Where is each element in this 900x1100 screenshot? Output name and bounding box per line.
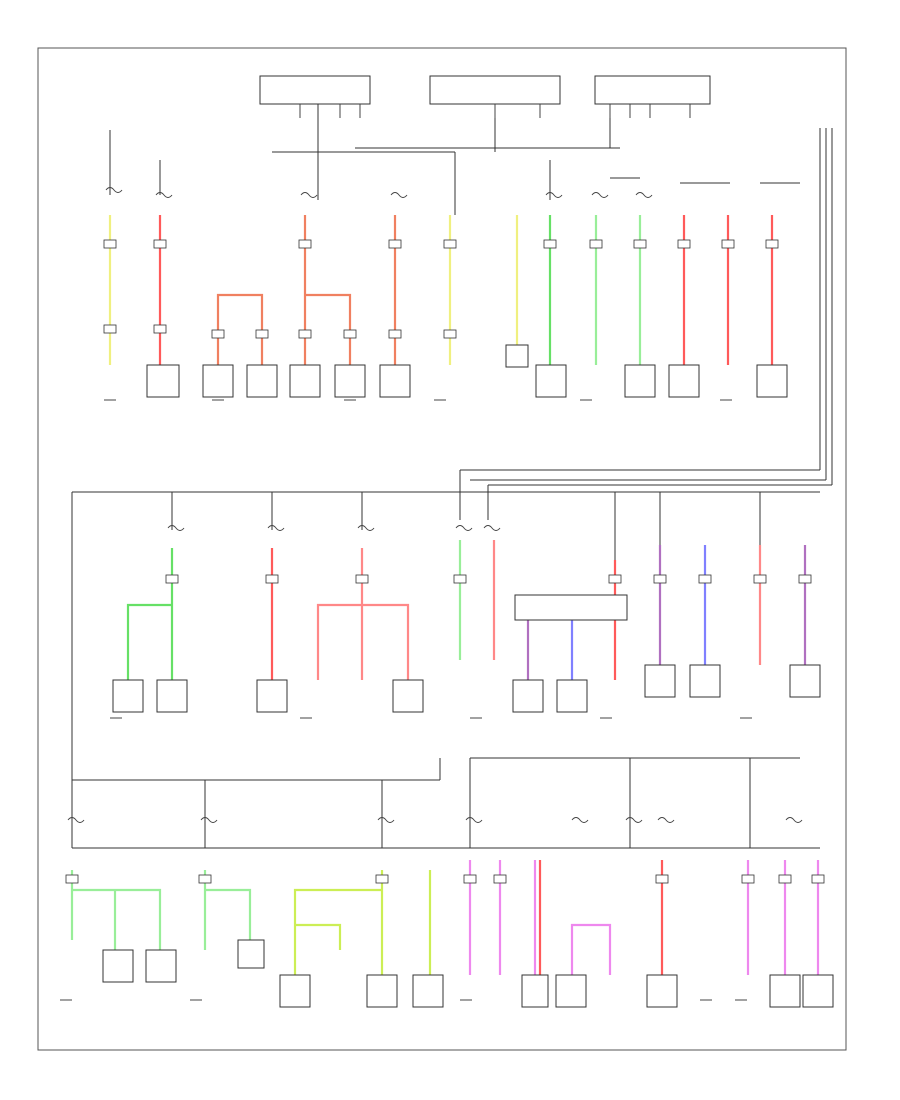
component-upper-8: [535, 364, 567, 398]
component-lower-2: [145, 949, 177, 983]
top-fuse-blocks: [259, 75, 711, 118]
component-middle-5: [512, 679, 544, 713]
component-upper-9: [624, 364, 656, 398]
component-lower-3: [237, 939, 265, 969]
component-upper-7: [505, 344, 529, 368]
component-middle-7: [644, 664, 676, 698]
fuse-block-center: [429, 75, 561, 105]
sub-fuse-box-middle: [514, 594, 628, 621]
component-lower-11: [802, 974, 834, 1008]
component-middle-9: [789, 664, 821, 698]
wire-lower-7: [295, 923, 342, 950]
wire-middle-2: [126, 603, 172, 680]
component-middle-4: [392, 679, 424, 713]
component-upper-2: [202, 364, 234, 398]
component-lower-5: [366, 974, 398, 1008]
component-upper-10: [668, 364, 700, 398]
component-upper-4: [289, 364, 321, 398]
component-upper-1: [146, 364, 180, 398]
fuse-block-right: [594, 75, 711, 105]
component-lower-8: [555, 974, 587, 1008]
wire-lower-6: [293, 888, 382, 975]
middle-section-components: [112, 664, 821, 713]
wire-upper-3: [216, 293, 264, 365]
component-upper-3: [246, 364, 278, 398]
component-upper-6: [379, 364, 411, 398]
component-lower-7: [521, 974, 549, 1008]
component-middle-3: [256, 679, 288, 713]
wire-upper-5: [305, 293, 352, 365]
wire-lower-2: [72, 888, 162, 950]
connector-tabs: [65, 239, 825, 884]
component-middle-8: [689, 664, 721, 698]
component-middle-1: [112, 679, 144, 713]
lower-section-components: [102, 939, 834, 1008]
component-lower-1: [102, 949, 134, 983]
component-lower-9: [646, 974, 678, 1008]
fuse-block-left: [259, 75, 371, 105]
diagram-frame: [37, 47, 847, 1051]
upper-section-wires: [108, 215, 774, 365]
middle-section-wires: [126, 540, 807, 680]
component-upper-5: [334, 364, 366, 398]
component-lower-4: [279, 974, 311, 1008]
ground-symbols: [60, 399, 752, 1001]
lower-section-wires: [70, 860, 820, 975]
upper-section-components: [146, 344, 788, 398]
component-upper-11: [756, 364, 788, 398]
bus-lines: [71, 104, 833, 849]
wire-lower-5: [205, 888, 252, 940]
wire-lower-13: [570, 923, 612, 975]
fuse-symbols: [67, 187, 803, 823]
component-lower-6: [412, 974, 444, 1008]
component-middle-2: [156, 679, 188, 713]
fuse-block-tap-lines: [299, 104, 691, 118]
component-lower-10: [769, 974, 801, 1008]
component-middle-6: [556, 679, 588, 713]
